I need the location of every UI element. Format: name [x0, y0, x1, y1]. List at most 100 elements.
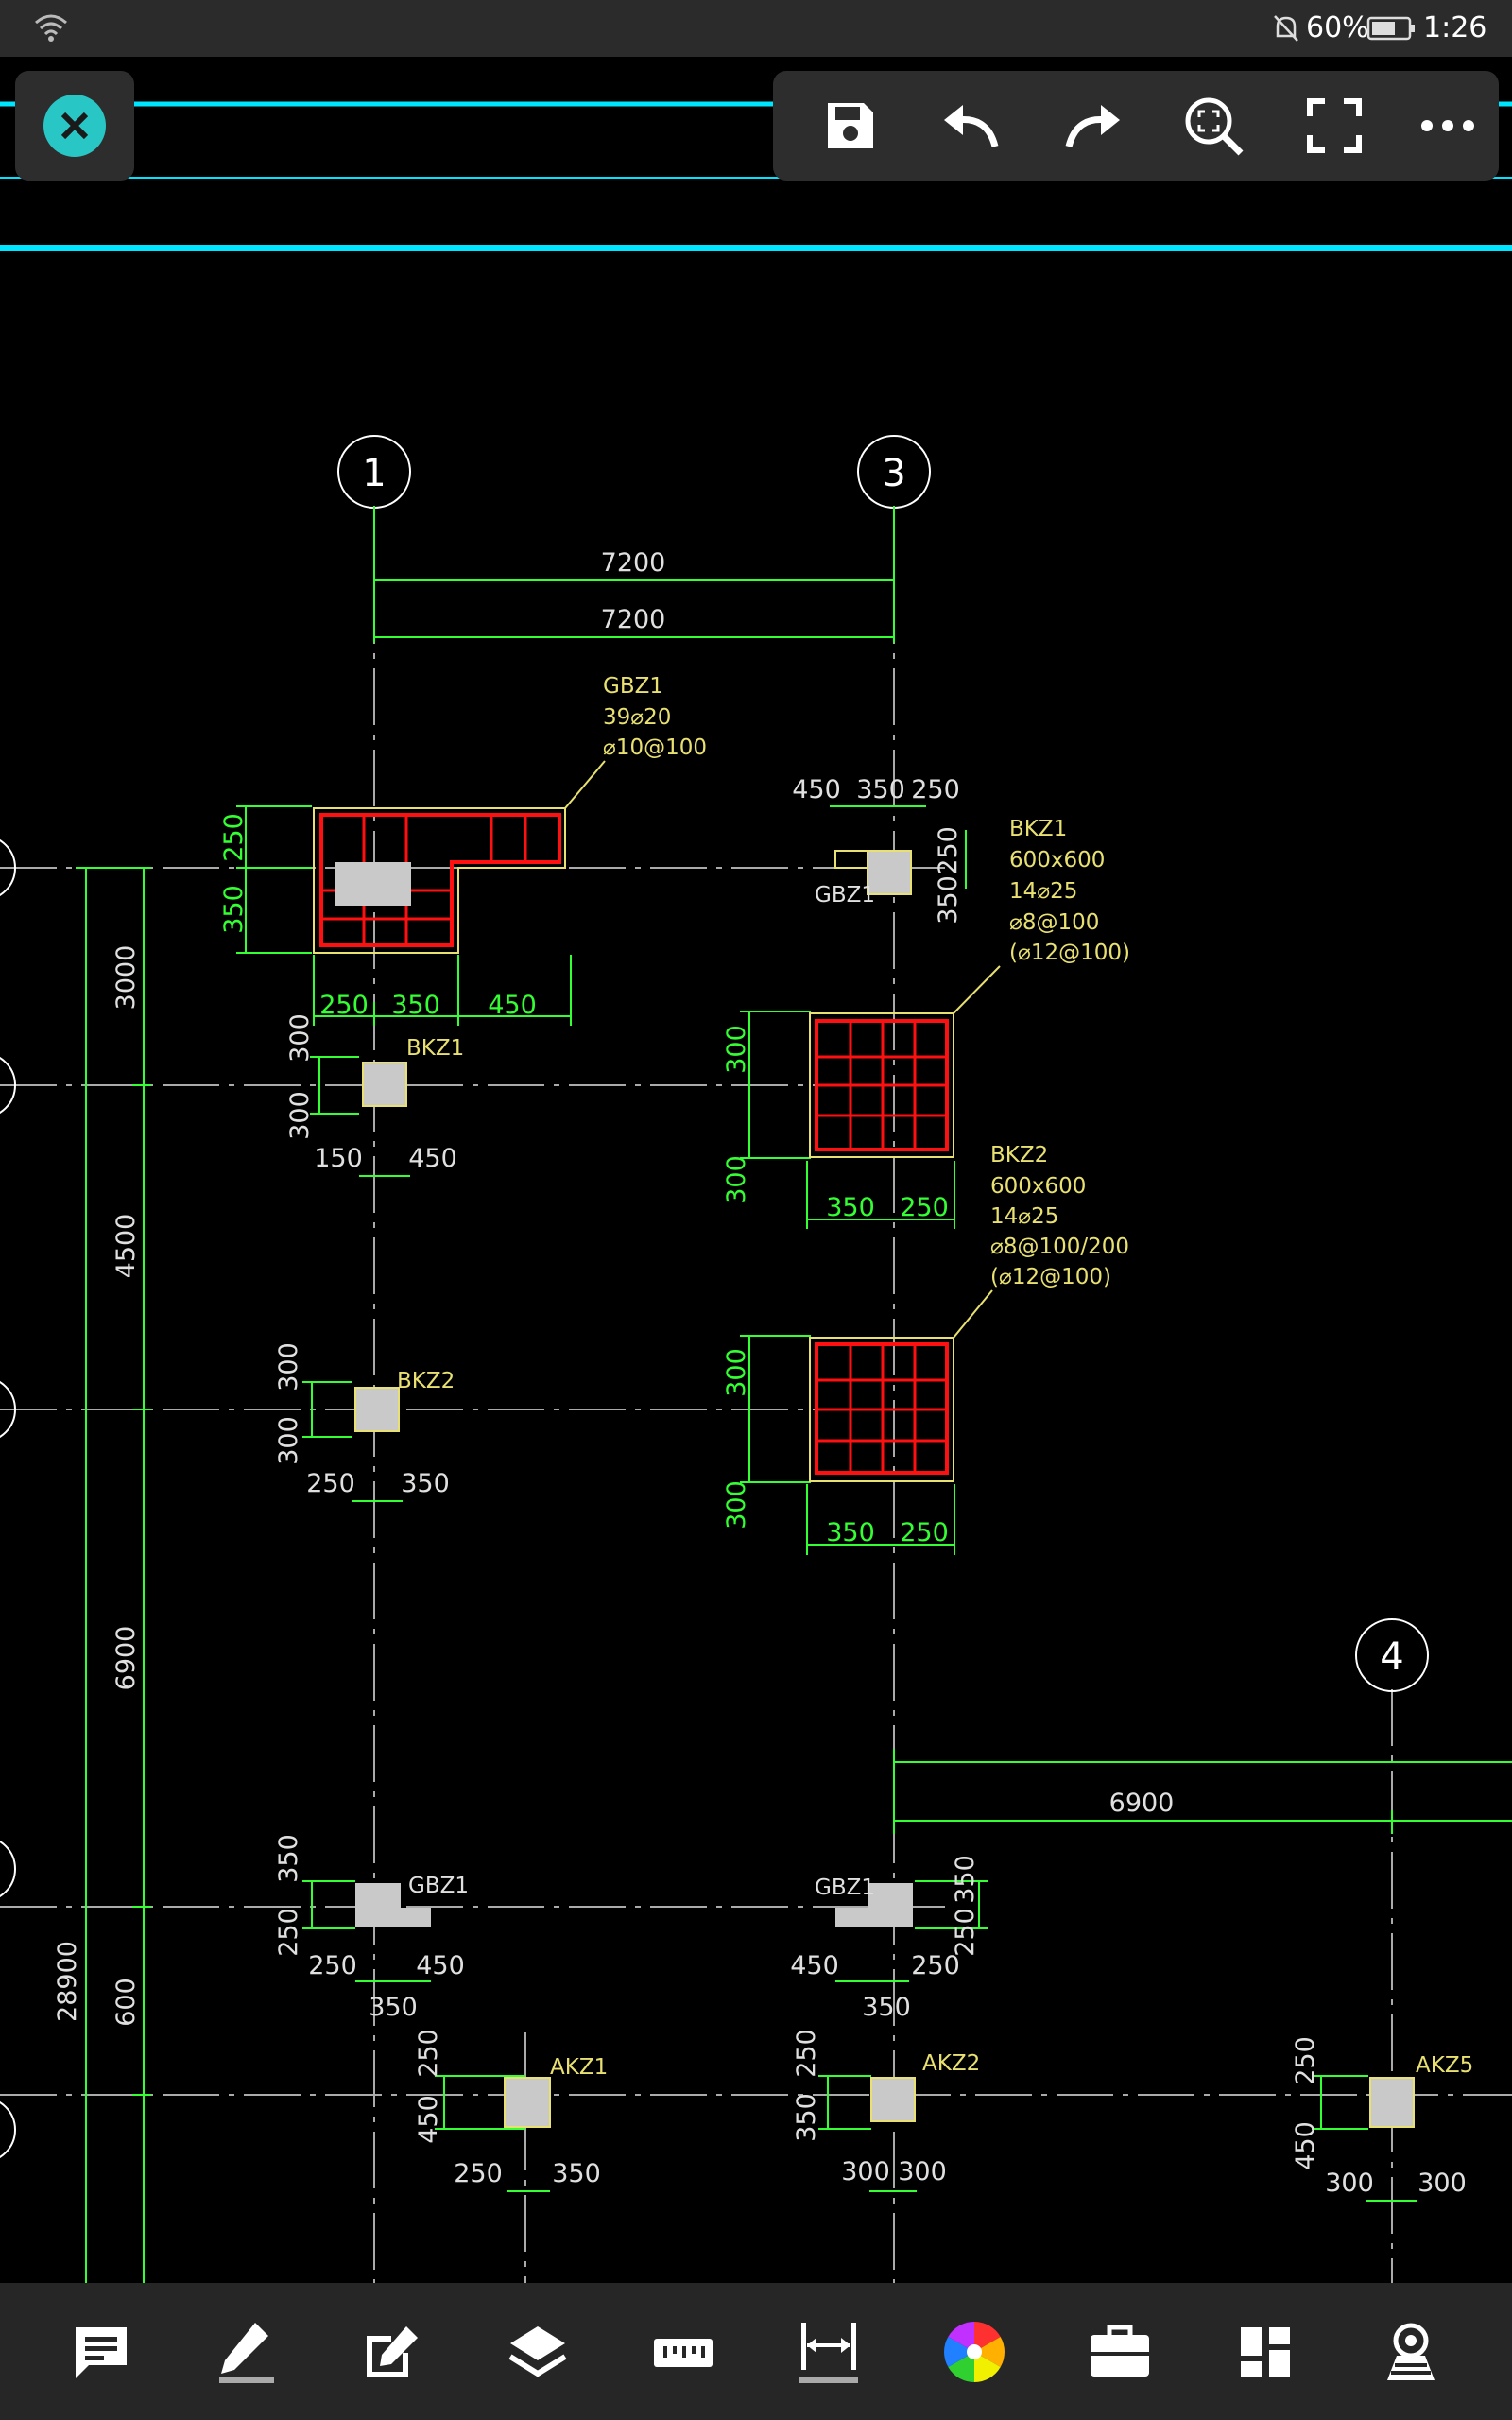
viewer-button[interactable] [1354, 2283, 1468, 2420]
bottom-toolbar [0, 2283, 1512, 2420]
label-gbz1-detail-stirrup: ⌀10@100 [603, 735, 707, 760]
label-bkz2-detail-stirrup-alt: (⌀12@100) [990, 1265, 1111, 1289]
label-gbz1-small: GBZ1 [815, 883, 875, 908]
close-icon [43, 95, 106, 157]
comment-button[interactable] [44, 2283, 158, 2420]
dim-text: 450 [408, 1144, 457, 1173]
gbz1-column-a [355, 1883, 431, 1927]
bkz2-column [354, 1387, 400, 1432]
dim-text: 300 [722, 1480, 751, 1530]
close-button[interactable] [15, 71, 134, 181]
cad-drawing-canvas[interactable]: 1 3 4 [0, 57, 1512, 2283]
status-bar: 60% 1:26 [0, 0, 1512, 57]
dim-text: 250 [911, 1951, 960, 1980]
dim-text: 300 [1325, 2169, 1374, 2198]
undo-icon [944, 105, 999, 148]
dim-text: 250 [308, 1951, 357, 1980]
layers-icon [508, 2325, 567, 2377]
pen-button[interactable] [190, 2283, 303, 2420]
label-bkz1-detail-stirrup: ⌀8@100 [1009, 910, 1099, 935]
edit-button[interactable] [335, 2283, 449, 2420]
dim-text: 150 [314, 1144, 363, 1173]
ruler-button[interactable] [627, 2283, 740, 2420]
color-button[interactable] [918, 2283, 1031, 2420]
zoom-extents-button[interactable] [1161, 71, 1265, 181]
label-gbz1-detail-title: GBZ1 [603, 674, 663, 699]
redo-button[interactable] [1040, 71, 1144, 181]
dim-text: 250 [319, 991, 369, 1020]
label-akz1: AKZ1 [550, 2055, 608, 2080]
dim-text: 300 [722, 1348, 751, 1397]
dim-text: 250 [306, 1469, 355, 1498]
label-bkz1-detail-title: BKZ1 [1009, 817, 1067, 841]
color-wheel-icon [944, 2321, 1005, 2382]
clock: 1:26 [1423, 11, 1487, 44]
dim-text: 350 [369, 1993, 418, 2022]
label-gbz1-detail-rebar: 39⌀20 [603, 705, 671, 730]
dim-text: 350 [274, 1834, 303, 1883]
dim-text: 4500 [112, 1214, 141, 1279]
battery-percent: 60% [1306, 11, 1369, 44]
bkz1-column [362, 1062, 407, 1107]
comment-icon [76, 2326, 127, 2378]
dimension-icon [799, 2322, 858, 2383]
dim-text: 300 [1418, 2169, 1467, 2198]
toolbox-button[interactable] [1063, 2283, 1177, 2420]
dim-text: 350 [862, 1993, 911, 2022]
fullscreen-icon [1307, 98, 1362, 153]
dim-text: 350 [552, 2159, 601, 2188]
label-bkz1-detail-size: 600x600 [1009, 848, 1105, 873]
fullscreen-button[interactable] [1282, 71, 1386, 181]
dim-text: 300 [722, 1025, 751, 1074]
dim-text: 350 [934, 875, 963, 925]
dim-text: 350 [401, 1469, 450, 1498]
toolbox-icon [1091, 2325, 1149, 2377]
dim-text: 450 [488, 991, 537, 1020]
dim-text: 300 [274, 1342, 303, 1392]
label-bkz2-detail-stirrup: ⌀8@100/200 [990, 1235, 1129, 1259]
dim-text: 300 [722, 1155, 751, 1204]
undo-button[interactable] [919, 71, 1023, 181]
wifi-icon [35, 14, 67, 42]
dimension-button[interactable] [772, 2283, 885, 2420]
layers-button[interactable] [481, 2283, 594, 2420]
redo-icon [1065, 105, 1120, 148]
dim-text: 350 [826, 1518, 875, 1547]
dashboard-button[interactable] [1209, 2283, 1322, 2420]
dim-text: 250 [454, 2159, 503, 2188]
battery-icon [1366, 16, 1415, 41]
dim-text: 300 [898, 2157, 947, 2187]
mute-bell-icon [1274, 15, 1298, 42]
svg-text:4: 4 [1380, 1635, 1403, 1679]
dim-text: 450 [416, 1951, 465, 1980]
viewer-icon [1387, 2323, 1435, 2380]
dim-text: 600 [112, 1978, 141, 2027]
label-gbz1-b: GBZ1 [815, 1876, 875, 1900]
dim-text: 6900 [112, 1626, 141, 1691]
dim-text: 250 [900, 1518, 949, 1547]
label-bkz2-detail-rebar: 14⌀25 [990, 1204, 1058, 1229]
label-akz2: AKZ2 [922, 2051, 980, 2076]
more-button[interactable] [1396, 71, 1500, 181]
dim-text: 450 [414, 2095, 443, 2144]
bkz1-section-detail [809, 1012, 954, 1158]
svg-text:1: 1 [362, 452, 386, 495]
dim-text: 250 [414, 2029, 443, 2078]
dim-text: 6900 [1109, 1789, 1175, 1818]
akz2-column [870, 2077, 916, 2122]
dashboard-icon [1241, 2326, 1290, 2377]
dim-text: 250 [219, 813, 249, 862]
label-bkz1-detail-stirrup-alt: (⌀12@100) [1009, 941, 1130, 965]
dim-text: 300 [285, 1013, 315, 1063]
dim-text: 350 [951, 1855, 980, 1904]
label-bkz2-detail-size: 600x600 [990, 1174, 1086, 1199]
dim-text: 250 [951, 1908, 980, 1957]
gbz1-column-b [835, 1883, 913, 1927]
dim-text: 300 [841, 2157, 890, 2187]
dim-text: 350 [219, 885, 249, 934]
dim-text: 3000 [112, 945, 141, 1011]
svg-text:3: 3 [882, 452, 905, 495]
save-button[interactable] [799, 71, 902, 181]
dim-text: 350 [826, 1193, 875, 1222]
zoom-extents-icon [1185, 97, 1244, 156]
